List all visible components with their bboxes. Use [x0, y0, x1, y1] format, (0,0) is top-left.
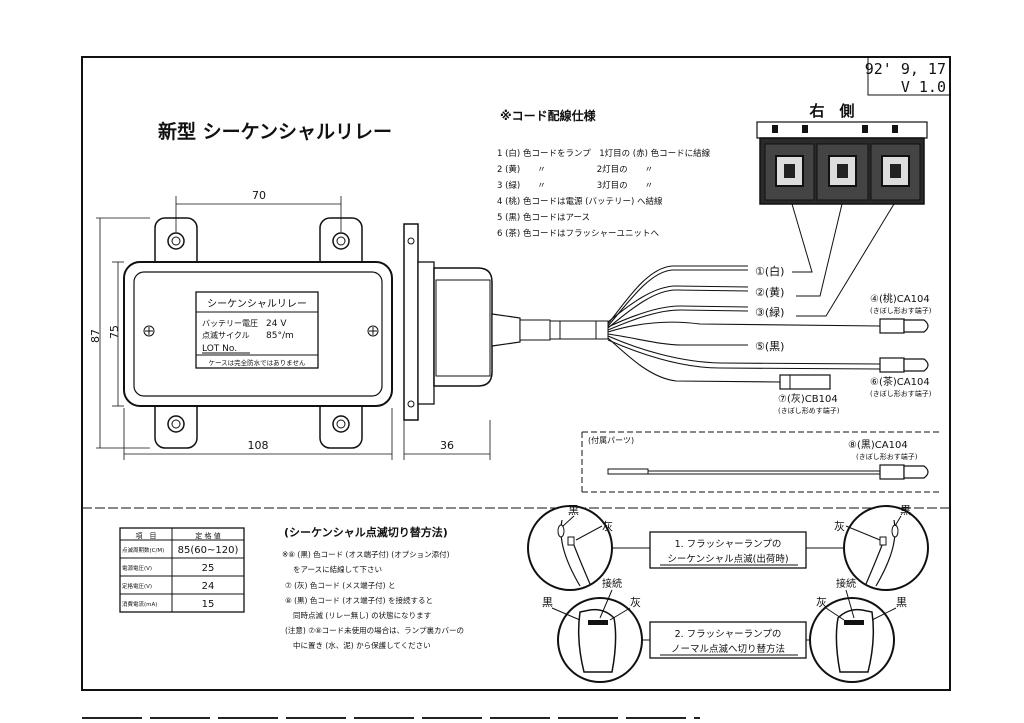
wire-7-label: ⑦(灰)CB104 [778, 392, 838, 405]
wiring-spec-line-5: 5 (黒) 色コードはアース [497, 212, 590, 223]
relay-label-battery: バッテリー電圧 [202, 319, 258, 328]
step-2-right-black-label: 黒 [896, 596, 907, 609]
spec-table: 項 目 定 格 値 点滅周期数(C/M) 85(60~120) 電源電圧(V) … [119, 527, 245, 613]
wiring-spec-line-1: 1 (白) 色コードをランプ 1灯目の (赤) 色コードに結線 [497, 148, 711, 159]
step-1-left-black-label: 黒 [568, 504, 579, 517]
relay-label-lot: LOT No. [202, 344, 237, 354]
screw-hole-icon [332, 415, 350, 433]
relay-side-view [403, 223, 609, 421]
wiring-spec-heading: ※コード配線仕様 [500, 108, 597, 123]
wire-3-label: ③(緑) [755, 305, 784, 319]
wiring-spec-line-4: 4 (桃) 色コードは電源 (バッテリー) へ結線 [497, 196, 663, 207]
step-1-right-black-label: 黒 [900, 504, 911, 517]
wiring-spec-line-6: 6 (茶) 色コードはフラッシャーユニットへ [497, 228, 659, 239]
relay-label-name: シーケンシャルリレー [207, 298, 307, 310]
page-frame [81, 56, 951, 691]
cover-screw-icon [367, 325, 379, 337]
step-2-box: 2. フラッシャーランプの ノーマル点滅へ切り替方法 [642, 621, 810, 659]
wire-6-label: ⑥(茶)CA104 [870, 375, 930, 388]
switch-method-line-7: 中に置き (水、泥) から保護してください [293, 640, 431, 650]
dimension-height-inner: 75 [108, 325, 121, 339]
spec-table-row-3-item: 定格電圧(V) [122, 582, 152, 590]
spec-table-row-2-item: 電源電圧(V) [122, 564, 152, 572]
spec-table-row-3-value: 24 [202, 581, 215, 592]
wire-8-label: ⑧(黒)CA104 [848, 439, 908, 451]
switch-method-line-5: 同時点滅 (リレー無し) の状態になります [293, 610, 431, 620]
dimension-depth: 36 [440, 439, 454, 452]
date-label: 92' 9, 17 [865, 60, 946, 78]
spec-table-row-1-value: 85(60~120) [178, 545, 239, 556]
screw-hole-icon [167, 415, 185, 433]
step-2-subtitle: ノーマル点滅へ切り替方法 [671, 643, 785, 655]
step-1-left-detail [527, 505, 613, 591]
lamp-leader-lines [791, 203, 895, 317]
spec-table-row-4-item: 消費電流(mA) [122, 600, 157, 608]
dimension-width-top: 70 [252, 189, 266, 202]
cover-screw-icon [143, 325, 155, 337]
spec-table-header-value: 定 格 値 [195, 531, 220, 540]
switch-method-line-3: ⑦ (灰) 色コード (メス端子付) と [285, 580, 395, 590]
screw-hole-icon [171, 236, 181, 246]
header-box [867, 57, 950, 96]
bullet-terminal-6 [879, 357, 929, 373]
spec-table-row-4-value: 15 [202, 599, 215, 610]
relay-case-inner [133, 271, 383, 397]
wiring-spec-line-3: 3 (緑) 〃 3灯目の 〃 [497, 180, 653, 191]
wire-5-label: ⑤(黒) [755, 340, 784, 353]
step-2-left-black-label: 黒 [542, 596, 553, 609]
wire-8-sublabel: (きぼし形おす端子) [856, 452, 918, 461]
relay-label-battery-value: 24 V [266, 319, 287, 329]
relay-front-view: シーケンシャルリレー バッテリー電圧 24 V 点滅サイクル 85°/m LOT… [123, 217, 393, 449]
wire-6-sublabel: (きぼし形おす端子) [870, 389, 932, 398]
step-2-title: 2. フラッシャーランプの [675, 629, 782, 640]
step-2-left-connect-label: 接続 [602, 577, 622, 590]
bullet-terminal-4 [879, 318, 929, 334]
step-2-right-gray-label: 灰 [816, 595, 827, 609]
wire-7-sublabel: (きぼし形めす端子) [778, 406, 840, 415]
step-1-right-gray-label: 灰 [834, 519, 845, 533]
step-1-box: 1. フラッシャーランプの シーケンシャル点滅(出荷時) [612, 531, 844, 569]
spec-table-header-item: 項 目 [136, 532, 157, 540]
tail-lamp-unit [756, 121, 928, 205]
dimension-lines: 70 87 75 108 36 [89, 189, 491, 460]
step-1-left-gray-label: 灰 [602, 519, 613, 533]
step-1-right-detail [843, 505, 929, 591]
step-2-left-gray-label: 灰 [630, 595, 641, 609]
relay-label-cycle-value: 85°/m [266, 331, 294, 341]
screw-hole-icon [167, 232, 185, 250]
included-parts-heading: (付属パーツ) [588, 435, 634, 445]
switch-method-line-2: をアースに結線して下さい [293, 564, 382, 574]
wire-harness [607, 265, 881, 383]
wire-2-label: ②(黄) [755, 285, 784, 299]
relay-label-note: ケースは完全防水ではありません [209, 358, 306, 367]
version-label: V 1.0 [901, 78, 946, 96]
switch-method-line-6: (注意) ⑦⑧コード未使用の場合は、ランプ裏カバーの [285, 625, 464, 635]
screw-hole-icon [336, 419, 346, 429]
wire-4-label: ④(桃)CA104 [870, 292, 930, 305]
switch-method-line-4: ⑧ (黒) 色コード (オス端子付) を接続すると [285, 595, 433, 605]
step-2-left-detail [557, 597, 643, 683]
page-title: 新型 シーケンシャルリレー [158, 120, 392, 143]
wiring-spec-line-2: 2 (黄) 〃 2灯目の 〃 [497, 164, 653, 175]
relay-label-cycle: 点滅サイクル [202, 330, 250, 340]
spec-table-row-2-value: 25 [202, 563, 215, 574]
screw-hole-icon [332, 232, 350, 250]
bullet-terminal-8 [879, 464, 905, 480]
spec-table-row-1-item: 点滅周期数(C/M) [122, 546, 164, 554]
switch-method-line-1: ※⑧ (黒) 色コード (オス端子付) (オプション添付) [282, 549, 450, 559]
dimension-height-outer: 87 [89, 329, 102, 343]
female-terminal-7 [779, 374, 831, 390]
step-1-title: 1. フラッシャーランプの [675, 539, 782, 550]
dimension-width-bottom: 108 [248, 439, 269, 452]
step-2-right-connect-label: 接続 [836, 577, 856, 590]
switch-method-heading: (シーケンシャル点滅切り替方法) [284, 525, 448, 539]
wire-4-sublabel: (きぼし形おす端子) [870, 306, 932, 315]
step-1-subtitle: シーケンシャル点滅(出荷時) [667, 553, 788, 565]
screw-hole-icon [171, 419, 181, 429]
lamp-heading: 右 側 [809, 102, 854, 120]
screw-hole-icon [336, 236, 346, 246]
wire-1-label: ①(白) [755, 264, 784, 278]
included-parts-box: (付属パーツ) ⑧(黒)CA104 (きぼし形おす端子) [581, 431, 940, 493]
